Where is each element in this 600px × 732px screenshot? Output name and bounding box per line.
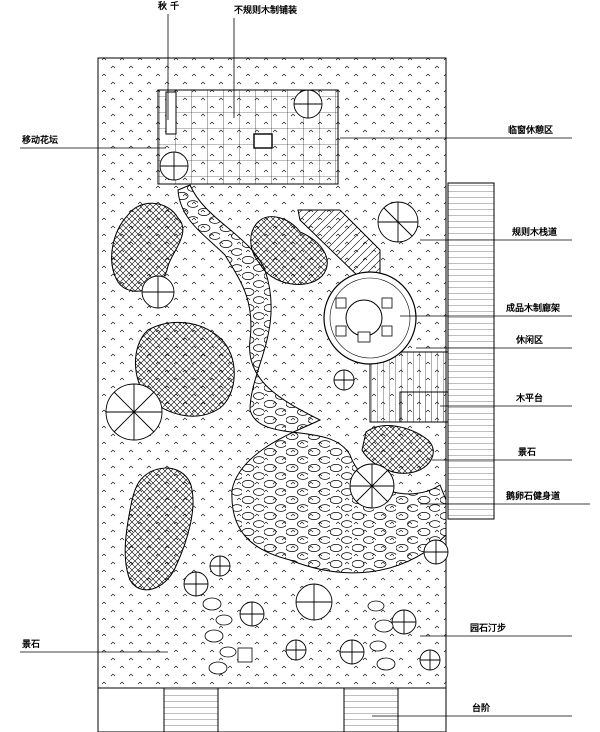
label-platform: 木平台	[516, 394, 544, 404]
planter-box	[253, 133, 273, 149]
wood-walkway	[447, 182, 495, 520]
shrub-mass	[124, 467, 194, 591]
shrub-mass	[111, 202, 184, 292]
shrub-mass	[135, 321, 235, 417]
label-pergola: 成品木制廊架	[506, 304, 561, 314]
label-stone-left: 景石	[22, 640, 41, 650]
pergola-inner	[329, 277, 411, 359]
label-wood-deck: 不规则木制铺装	[234, 6, 298, 16]
pergola-chairs	[335, 297, 393, 343]
swing	[165, 91, 177, 135]
pergola-table	[345, 299, 383, 337]
stepping-stones	[202, 597, 396, 675]
tree-symbols	[105, 89, 449, 671]
shrub-mass	[250, 216, 328, 285]
label-leisure-mid: 休闲区	[516, 336, 544, 346]
pebble-path	[177, 184, 447, 574]
label-swing: 秋 千	[158, 2, 180, 12]
label-wood-walk: 规则木栈道	[512, 228, 558, 238]
steps-left	[163, 687, 219, 732]
bottom-edge	[97, 687, 447, 732]
platform-inner	[399, 391, 449, 423]
label-leisure-top: 临窗休憩区	[508, 126, 554, 136]
leader-lines	[20, 14, 590, 717]
label-pebble-path: 鹅卵石健身道	[506, 492, 561, 502]
label-stone-right: 景石	[518, 448, 537, 458]
steps-right	[343, 687, 399, 732]
label-stepping: 园石汀步	[470, 624, 507, 634]
label-steps: 台阶	[472, 704, 491, 714]
label-planter: 移动花坛	[22, 136, 59, 146]
